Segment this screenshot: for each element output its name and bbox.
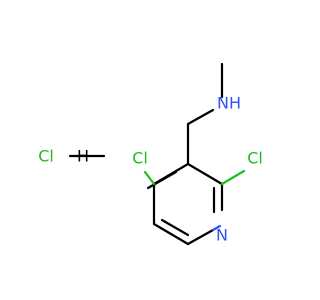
bonds: [68, 62, 246, 246]
ring-n-label: N: [216, 226, 228, 245]
bond-ch2-n: [186, 108, 215, 126]
bond-c6-n: [186, 228, 215, 246]
bond-c5-c6: [152, 222, 190, 246]
bond-c4-cl: [143, 170, 156, 186]
structure-canvas: Cl H Cl Cl N NH: [38, 62, 263, 246]
bond-n-c2: [211, 224, 222, 232]
bond-c2-cl: [220, 169, 246, 186]
ring-cl-2-label: Cl: [247, 149, 263, 168]
atom-labels: Cl H Cl Cl N NH: [38, 94, 263, 245]
ring-cl-4-label: Cl: [132, 149, 148, 168]
salt-h-label: H: [77, 147, 89, 166]
bond-c5-c6-inner: [160, 218, 190, 237]
bond-c3-c4-inner: [146, 170, 178, 190]
amine-nh-label: NH: [217, 94, 241, 113]
bond-c3-c2: [186, 162, 224, 186]
salt-cl-label: Cl: [38, 147, 54, 166]
molecule-diagram: Cl H Cl Cl N NH: [38, 62, 263, 246]
